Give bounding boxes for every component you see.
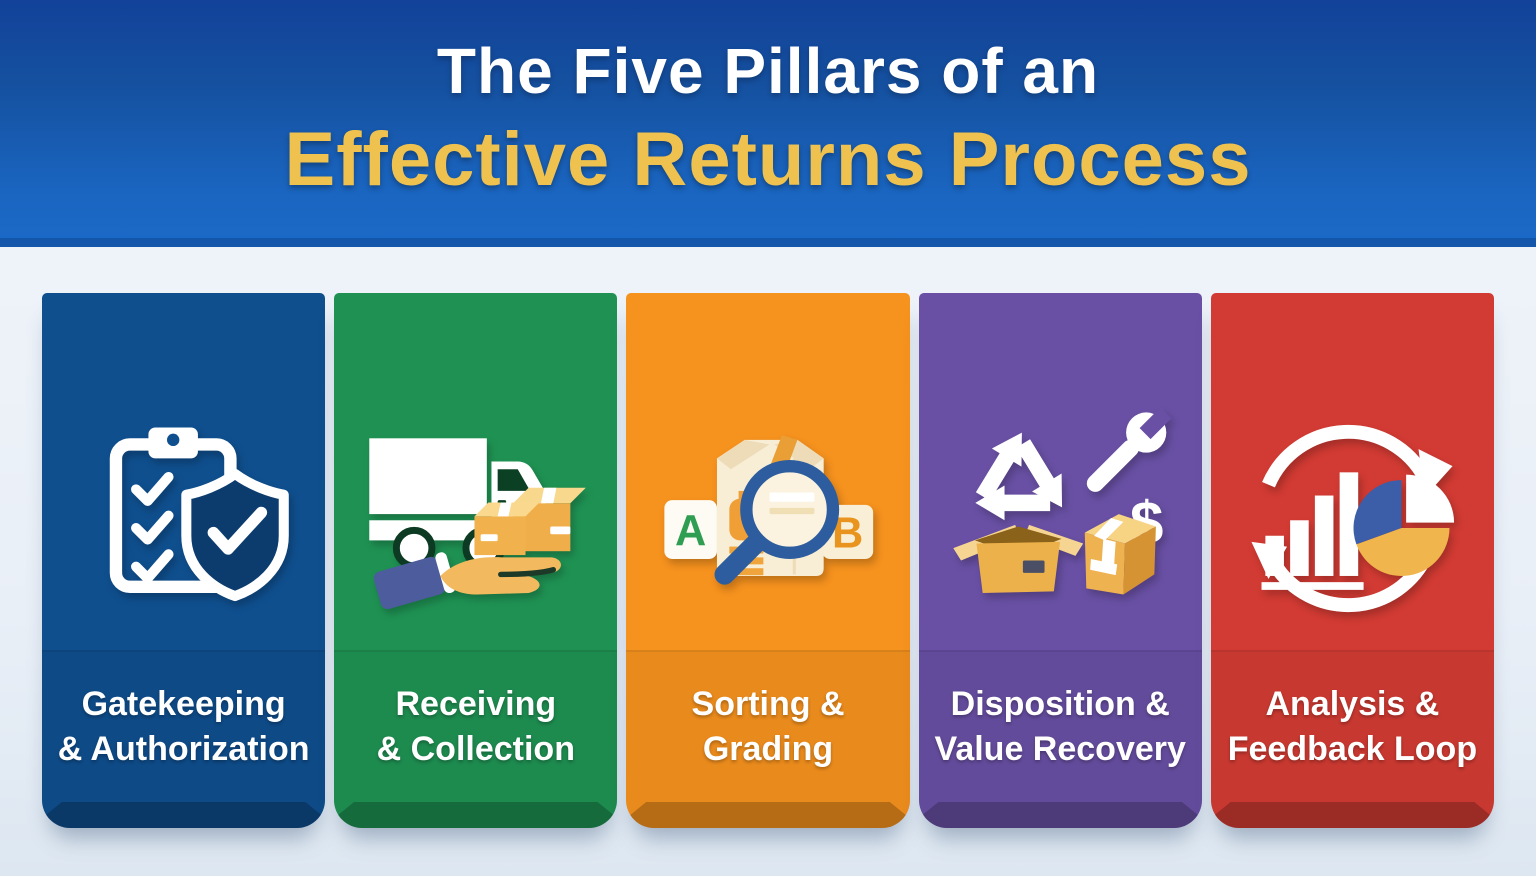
bar-chart-icon (1261, 472, 1365, 590)
pillar-label: Analysis & Feedback Loop (1210, 650, 1495, 828)
pillar-label: Sorting & Grading (626, 650, 910, 828)
magnifier-icon (714, 459, 840, 585)
header-banner: The Five Pillars of an Effective Returns… (0, 0, 1536, 247)
pillar-receiving-collection: Receiving & Collection (334, 293, 618, 828)
pie-chart-icon (1353, 474, 1455, 577)
clipboard-checklist-shield-icon (109, 427, 289, 602)
open-box-icon (953, 524, 1084, 593)
page-subtitle: Effective Returns Process (284, 117, 1252, 202)
svg-text:A: A (675, 507, 706, 555)
pillar-analysis-feedback-loop: Analysis & Feedback Loop (1210, 293, 1495, 828)
pillar-label: Disposition & Value Recovery (918, 650, 1202, 828)
pillar-sorting-grading: A B (626, 293, 910, 828)
pillar-label: Receiving & Collection (334, 650, 618, 828)
wrench-icon (1087, 407, 1172, 492)
pillar-disposition-value-recovery: $ (918, 293, 1202, 828)
charts-feedback-cycle-icon (1251, 424, 1455, 613)
closed-box-icon (1084, 514, 1157, 595)
pillar-label: Gatekeeping & Authorization (42, 650, 326, 828)
box-magnifier-grade-icon: A B (664, 435, 874, 585)
pillar-gatekeeping-authorization: Gatekeeping & Authorization (42, 293, 326, 828)
recycle-icon (975, 432, 1063, 521)
shield-check-icon (180, 468, 289, 602)
recycle-repair-resell-icon: $ (953, 407, 1172, 595)
delivery-truck-handoff-icon (369, 438, 586, 610)
grade-a-tag: A (664, 500, 717, 559)
pillars-row: Gatekeeping & Authorization (0, 293, 1536, 828)
cardboard-boxes-icon (474, 487, 586, 556)
page-title: The Five Pillars of an (436, 35, 1100, 107)
